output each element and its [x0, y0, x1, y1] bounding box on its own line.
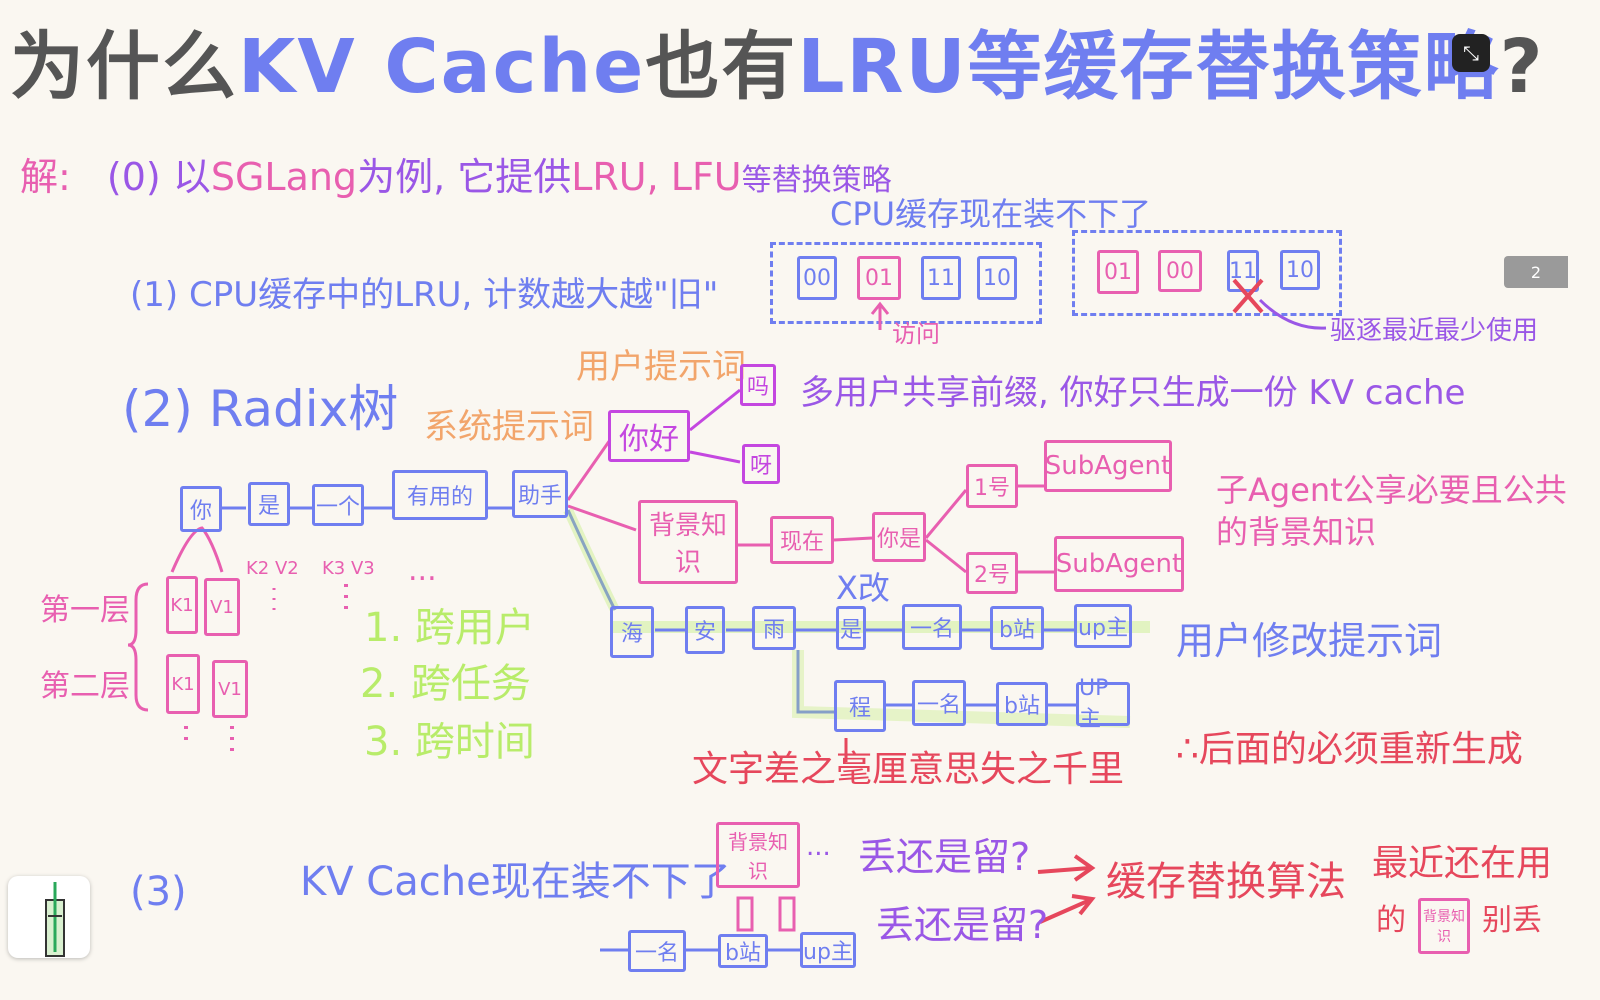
section3-text: KV Cache现在装不下了 [300, 859, 731, 905]
recent-background-box: 背景知识 [1418, 898, 1470, 954]
token-subagent1: SubAgent [1044, 440, 1172, 492]
cache-slot-b2: 00 [1158, 250, 1202, 292]
cpu-cache-heading: CPU缓存现在装不下了 [830, 195, 1152, 233]
row1-token-3: 雨 [752, 606, 796, 650]
section0-text1: (0) 以 [106, 155, 211, 199]
regen-note: ∴后面的必须重新生成 [1176, 729, 1523, 770]
subagent-note: 子Agent公享必要且公共的背景知识 [1216, 471, 1567, 551]
token-ni: 你 [180, 486, 222, 532]
section3-token-yiming: 一名 [628, 930, 686, 972]
layer1-label: 第一层 [40, 593, 130, 628]
row1-token-2: 安 [685, 606, 725, 654]
token-nishi: 你是 [872, 512, 926, 562]
section1-label: (1) CPU缓存中的LRU, 计数越大越"旧" [130, 275, 719, 315]
section3-token-upzhu: up主 [800, 932, 856, 968]
system-prompt-label: 系统提示词 [424, 407, 594, 447]
k2v2-label: K2 V2 [246, 558, 299, 579]
row1-token-7: up主 [1074, 604, 1132, 648]
row1-token-4: 是 [836, 606, 866, 650]
title-part4: LRU [797, 24, 968, 110]
row1-token-6: b站 [990, 606, 1044, 650]
thumbnail-icon [45, 882, 65, 957]
cache-slot-a3: 11 [921, 256, 961, 300]
recent-note: 最近还在用 [1372, 843, 1553, 884]
user-modify-note: 用户修改提示词 [1176, 619, 1443, 663]
section2-label: (2) Radix树 [122, 380, 399, 438]
token-zhushou: 助手 [512, 470, 568, 518]
title-part6: ? [1499, 24, 1545, 110]
layer2-label: 第二层 [40, 669, 130, 704]
answer-prefix: 解: [20, 155, 71, 199]
cache-slot-a1: 00 [797, 256, 837, 300]
row2-token-1: 程 [834, 680, 886, 732]
token-nihao: 你好 [608, 410, 690, 462]
page-number: 2 [1530, 262, 1542, 282]
cache-slot-a2: 01 [857, 256, 901, 300]
access-note: 访问 [892, 320, 940, 348]
section0-text3: 为例, 它提供 [357, 155, 572, 199]
row2-token-4: UP主 [1076, 676, 1130, 732]
row2-token-3: b站 [996, 682, 1048, 726]
token-yige: 一个 [312, 484, 364, 526]
token-ya: 呀 [742, 444, 780, 484]
collapse-button[interactable]: ⤡ [1452, 34, 1490, 72]
row1-token-1: 海 [610, 606, 654, 658]
title-part3: 也有 [645, 24, 798, 110]
section0-text5: 等替换策略 [741, 163, 892, 198]
kv-v1-layer1: V1 [204, 578, 240, 636]
k3v3-label: K3 V3 [322, 558, 375, 579]
row1-token-5: 一名 [902, 604, 962, 650]
section3-question2: 丢还是留? [876, 903, 1049, 947]
cross-user: 1. 跨用户 [364, 605, 535, 651]
cache-group-after [1072, 230, 1342, 316]
token-youyongde: 有用的 [392, 470, 488, 520]
kv-ellipsis: ... [408, 553, 437, 588]
kv-k1-layer2: K1 [166, 654, 200, 714]
recent-note-2: 的 [1376, 903, 1406, 938]
change-mark: X改 [836, 569, 890, 607]
recent-note-3: 别丢 [1482, 903, 1542, 938]
cross-task: 2. 跨任务 [360, 661, 531, 707]
section3-label: (3) [130, 869, 187, 915]
shared-prefix-note: 多用户共享前缀, 你好只生成一份 KV cache [800, 373, 1466, 413]
token-agent1: 1号 [966, 464, 1018, 508]
collapse-icon: ⤡ [1463, 41, 1479, 65]
token-shi: 是 [248, 482, 290, 526]
section3-token-bzhan: b站 [718, 934, 768, 968]
section3-dots: ... [806, 832, 831, 862]
section0-lru-lfu: LRU, LFU [571, 155, 742, 199]
title-part2: KV Cache [238, 24, 646, 110]
token-background: 背景知识 [638, 500, 738, 584]
kv-k1-layer1: K1 [166, 576, 198, 634]
title-part1: 为什么 [10, 24, 238, 110]
thumbnail-widget[interactable] [8, 876, 90, 958]
diff-note: 文字差之毫厘意思失之千里 [692, 749, 1125, 790]
cache-slot-a4: 10 [977, 256, 1017, 300]
row2-token-2: 一名 [912, 680, 966, 726]
evict-note: 驱逐最近最少使用 [1330, 316, 1539, 346]
section3-question1: 丢还是留? [858, 835, 1031, 879]
section3-background-box: 背景知识 [716, 822, 800, 888]
cache-slot-b1: 01 [1097, 250, 1139, 294]
page-number-badge[interactable]: 2 [1504, 256, 1568, 288]
token-xianzai: 现在 [770, 516, 834, 564]
token-ma: 吗 [740, 364, 776, 406]
kv-v1-layer2: V1 [212, 660, 248, 718]
token-subagent2: SubAgent [1054, 536, 1184, 592]
user-prompt-label: 用户提示词 [576, 347, 746, 387]
section0-line: 解: (0) 以SGLang为例, 它提供LRU, LFU等替换策略 [20, 158, 892, 196]
token-agent2: 2号 [966, 552, 1018, 594]
title-part5: 等缓存替换策略 [967, 24, 1500, 110]
cache-replacement-algo: 缓存替换算法 [1106, 859, 1346, 905]
section0-sglang: SGLang [210, 155, 358, 199]
cross-time: 3. 跨时间 [364, 719, 535, 765]
cache-slot-b4: 10 [1280, 250, 1320, 290]
cache-group-before [770, 242, 1042, 324]
page-title: 为什么KV Cache也有LRU等缓存替换策略? [10, 30, 1545, 104]
